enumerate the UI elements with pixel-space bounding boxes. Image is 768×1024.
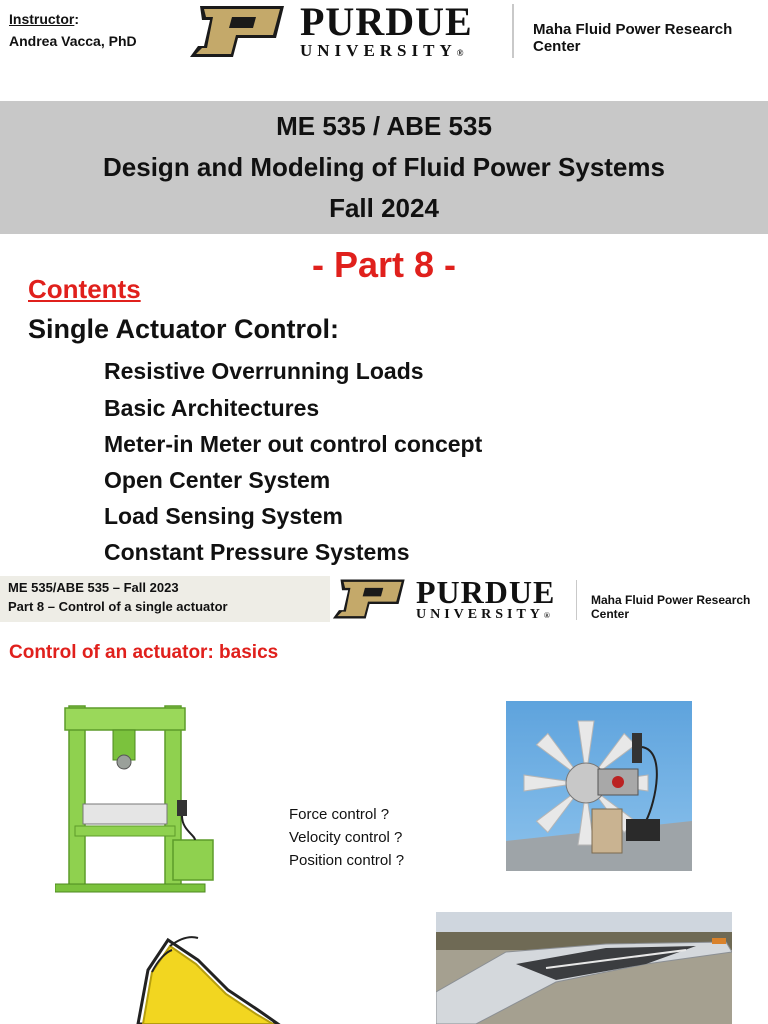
purdue-p-logo [332, 579, 405, 619]
registered-mark: ® [543, 611, 550, 620]
contents-item: Meter-in Meter out control concept [104, 431, 483, 457]
contents-item: Load Sensing System [104, 503, 344, 529]
purdue-wordmark: PURDUE UNIVERSITY® [300, 2, 473, 62]
purdue-wordmark-text: PURDUE [416, 574, 556, 610]
slide2-part-line: Part 8 – Control of a single actuator [8, 599, 228, 614]
logo-divider [512, 4, 514, 58]
purdue-wordmark-text: PURDUE [300, 0, 473, 44]
title-band: ME 535 / ABE 535 Design and Modeling of … [0, 101, 768, 234]
control-questions: Force control ? Velocity control ? Posit… [289, 803, 404, 872]
course-code-title: ME 535 / ABE 535 [276, 111, 492, 141]
slide2-title: Control of an actuator: basics [9, 642, 279, 663]
contents-item: Constant Pressure Systems [104, 539, 410, 565]
research-center-name: Maha Fluid Power Research Center [591, 593, 751, 621]
contents-heading: Contents [28, 274, 141, 304]
contents-item: Basic Architectures [104, 395, 320, 421]
question-item: Force control ? [289, 806, 390, 823]
section-heading: Single Actuator Control: [28, 314, 339, 344]
course-name-title: Design and Modeling of Fluid Power Syste… [103, 152, 665, 182]
question-item: Position control ? [289, 852, 405, 869]
university-wordmark-text: UNIVERSITY [416, 607, 544, 622]
slide2-course-info: ME 535/ABE 535 – Fall 2023 Part 8 – Cont… [8, 578, 228, 616]
university-wordmark-text: UNIVERSITY [300, 41, 457, 60]
instructor-colon: : [74, 11, 80, 27]
hydraulic-fan-image [506, 701, 692, 871]
hydraulic-press-image [55, 705, 214, 893]
slide2-course-line: ME 535/ABE 535 – Fall 2023 [8, 580, 179, 595]
instructor-label: Instructor [9, 11, 75, 27]
contents-item: Open Center System [104, 467, 331, 493]
registered-mark: ® [456, 48, 464, 58]
purdue-p-logo [190, 6, 284, 57]
research-center-name: Maha Fluid Power Research Center [533, 21, 733, 55]
logo-divider [576, 580, 577, 620]
instructor-name: Andrea Vacca, PhD [9, 33, 137, 49]
semester-title: Fall 2024 [329, 193, 439, 223]
contents-item: Resistive Overrunning Loads [104, 358, 424, 384]
part-heading: - Part 8 - [311, 244, 457, 285]
purdue-wordmark: PURDUE UNIVERSITY® [416, 576, 555, 623]
slide2-header-background [0, 576, 330, 622]
excavator-image [136, 936, 281, 1024]
aircraft-wing-image [436, 912, 732, 1024]
question-item: Velocity control ? [289, 829, 403, 846]
instructor-block: Instructor: Andrea Vacca, PhD [9, 8, 137, 52]
